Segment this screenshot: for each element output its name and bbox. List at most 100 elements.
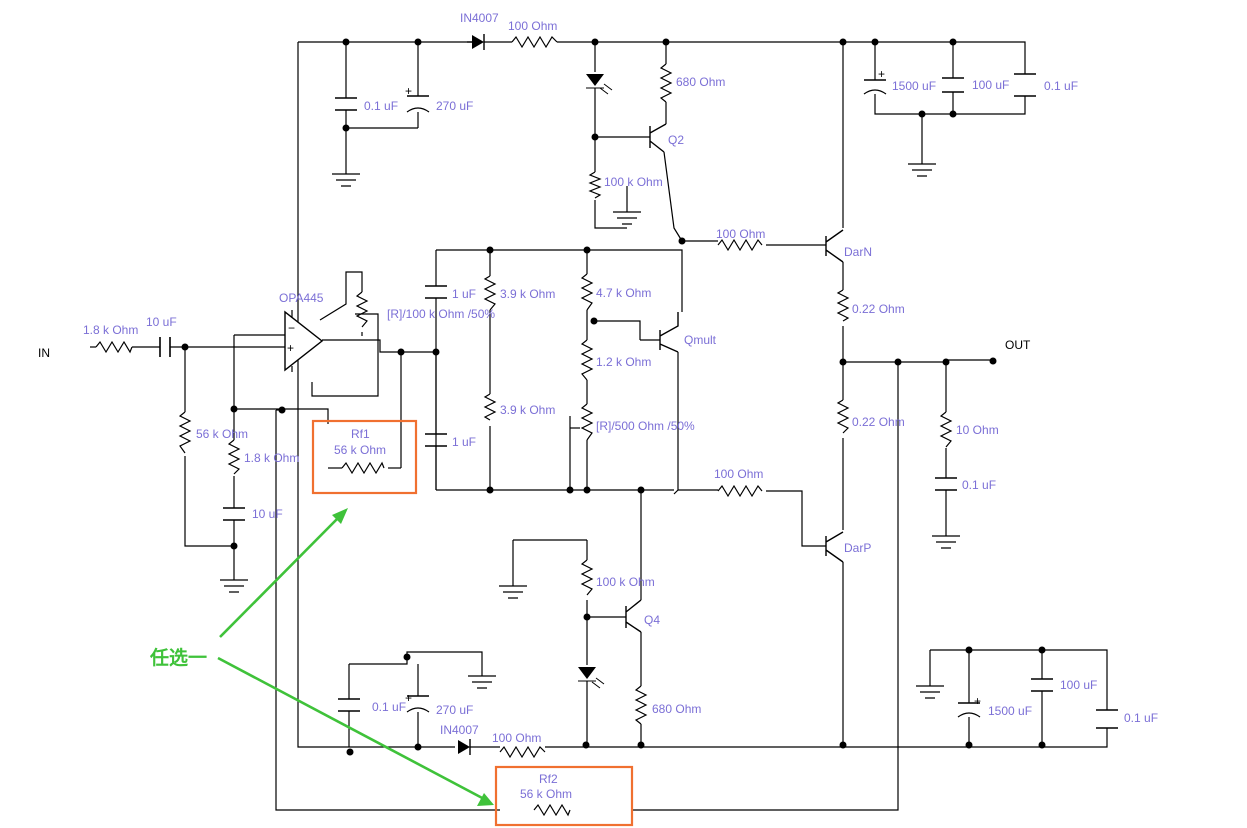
label-c-1u-bot: 1 uF xyxy=(452,435,476,449)
r-100k-top xyxy=(588,171,602,199)
junctions xyxy=(181,38,1046,756)
led-top-icon xyxy=(586,74,604,86)
label-r-680-top: 680 Ohm xyxy=(676,75,725,89)
label-in: IN xyxy=(38,346,50,360)
label-darn: DarN xyxy=(844,245,872,259)
q4-icon xyxy=(625,599,642,633)
label-r-39k-top: 3.9 k Ohm xyxy=(500,287,555,301)
r-47k xyxy=(580,273,594,311)
label-c-01-bot: 0.1 uF xyxy=(372,700,406,714)
diode-bot-icon xyxy=(458,740,470,754)
label-c-in: 10 uF xyxy=(146,315,177,329)
label-c-01-topr: 0.1 uF xyxy=(1044,79,1078,93)
r-18k xyxy=(227,439,241,475)
label-pot-500: [R]/500 Ohm /50% xyxy=(596,419,695,433)
capacitors xyxy=(159,73,1118,729)
led-bot-icon xyxy=(578,667,596,679)
label-c-10u: 10 uF xyxy=(252,507,283,521)
wires xyxy=(90,41,1108,811)
svg-text:+: + xyxy=(287,341,294,355)
label-r-in: 1.8 k Ohm xyxy=(83,323,138,337)
svg-text:+: + xyxy=(878,67,885,81)
label-r-100-top: 100 Ohm xyxy=(508,19,557,33)
label-r-100k-bot: 100 k Ohm xyxy=(596,575,655,589)
label-c-1500-top: 1500 uF xyxy=(892,79,936,93)
r-39k-top xyxy=(483,275,497,311)
opamp: − + xyxy=(284,310,324,372)
label-qmult: Qmult xyxy=(684,333,717,347)
pot-500 xyxy=(580,403,594,441)
resistors xyxy=(95,35,953,817)
label-r-100k-top: 100 k Ohm xyxy=(604,175,663,189)
label-r-56k: 56 k Ohm xyxy=(196,427,248,441)
polarity-marks: + + + + xyxy=(405,67,981,708)
transistors xyxy=(625,123,844,633)
label-r-022-bot: 0.22 Ohm xyxy=(852,415,905,429)
annotation-note: 任选一 xyxy=(149,646,207,669)
annotation-arrows xyxy=(217,508,494,806)
darp-icon xyxy=(825,531,844,563)
r-56k xyxy=(178,411,192,454)
q2-icon xyxy=(649,123,667,153)
label-c-01-top: 0.1 uF xyxy=(364,99,398,113)
label-r-10: 10 Ohm xyxy=(956,423,999,437)
rf1-highlight-box xyxy=(311,419,418,495)
qmult-icon xyxy=(659,312,679,353)
grounds xyxy=(220,163,960,699)
label-c-100-top: 100 uF xyxy=(972,78,1009,92)
label-rf1-name: Rf1 xyxy=(351,427,370,441)
label-opamp: OPA445 xyxy=(279,291,324,305)
label-c-01-botr: 0.1 uF xyxy=(1124,711,1158,725)
svg-text:+: + xyxy=(405,691,412,705)
label-c-270-top: 270 uF xyxy=(436,99,473,113)
svg-text:−: − xyxy=(288,321,295,335)
r-rf1 xyxy=(341,461,385,475)
label-pot-fb: [R]/100 k Ohm /50% xyxy=(387,307,495,321)
diodes xyxy=(458,34,613,755)
label-r-100-bot: 100 Ohm xyxy=(492,731,541,745)
r-100-darp xyxy=(717,484,763,498)
label-r-39k-bot: 3.9 k Ohm xyxy=(500,403,555,417)
labels: IN OUT OPA445 IN4007 IN4007 Q2 Q4 Qmult … xyxy=(38,11,1158,801)
label-rf2-name: Rf2 xyxy=(539,772,558,786)
label-q2: Q2 xyxy=(668,133,684,147)
r-100-bot xyxy=(499,745,546,759)
label-r-022-top: 0.22 Ohm xyxy=(852,302,905,316)
r-input xyxy=(95,340,133,354)
pot-100k xyxy=(355,291,369,328)
r-022-top xyxy=(836,289,850,322)
label-r-100-darn: 100 Ohm xyxy=(716,227,765,241)
svg-text:+: + xyxy=(974,694,981,708)
label-diode-top: IN4007 xyxy=(460,11,499,25)
label-r-100-darp: 100 Ohm xyxy=(714,467,763,481)
label-c-1u-top: 1 uF xyxy=(452,287,476,301)
r-39k-bot xyxy=(483,393,497,421)
label-r-18k: 1.8 k Ohm xyxy=(244,451,299,465)
r-100-darn xyxy=(717,238,763,252)
darn-icon xyxy=(825,229,844,263)
label-darp: DarP xyxy=(844,541,871,555)
r-100k-bot xyxy=(580,559,594,596)
label-rf2-value: 56 k Ohm xyxy=(520,787,572,801)
label-r-12k: 1.2 k Ohm xyxy=(596,355,651,369)
label-c-270-bot: 270 uF xyxy=(436,703,473,717)
label-rf1-value: 56 k Ohm xyxy=(334,443,386,457)
diode-top-icon xyxy=(472,35,484,49)
svg-text:+: + xyxy=(405,84,412,98)
r-100-top xyxy=(511,35,558,49)
label-out: OUT xyxy=(1005,338,1031,352)
r-12k xyxy=(580,339,594,381)
label-diode-bot: IN4007 xyxy=(440,723,479,737)
r-680-bot xyxy=(634,685,648,725)
r-10 xyxy=(939,411,953,448)
label-c-100-bot: 100 uF xyxy=(1060,678,1097,692)
r-022-bot xyxy=(836,399,850,434)
label-c-1500-bot: 1500 uF xyxy=(988,704,1032,718)
r-680-top xyxy=(659,63,673,103)
label-c-01-out: 0.1 uF xyxy=(962,478,996,492)
rf2-highlight-box xyxy=(494,765,634,827)
label-r-680-bot: 680 Ohm xyxy=(652,702,701,716)
label-q4: Q4 xyxy=(644,613,660,627)
r-rf2 xyxy=(533,803,571,817)
